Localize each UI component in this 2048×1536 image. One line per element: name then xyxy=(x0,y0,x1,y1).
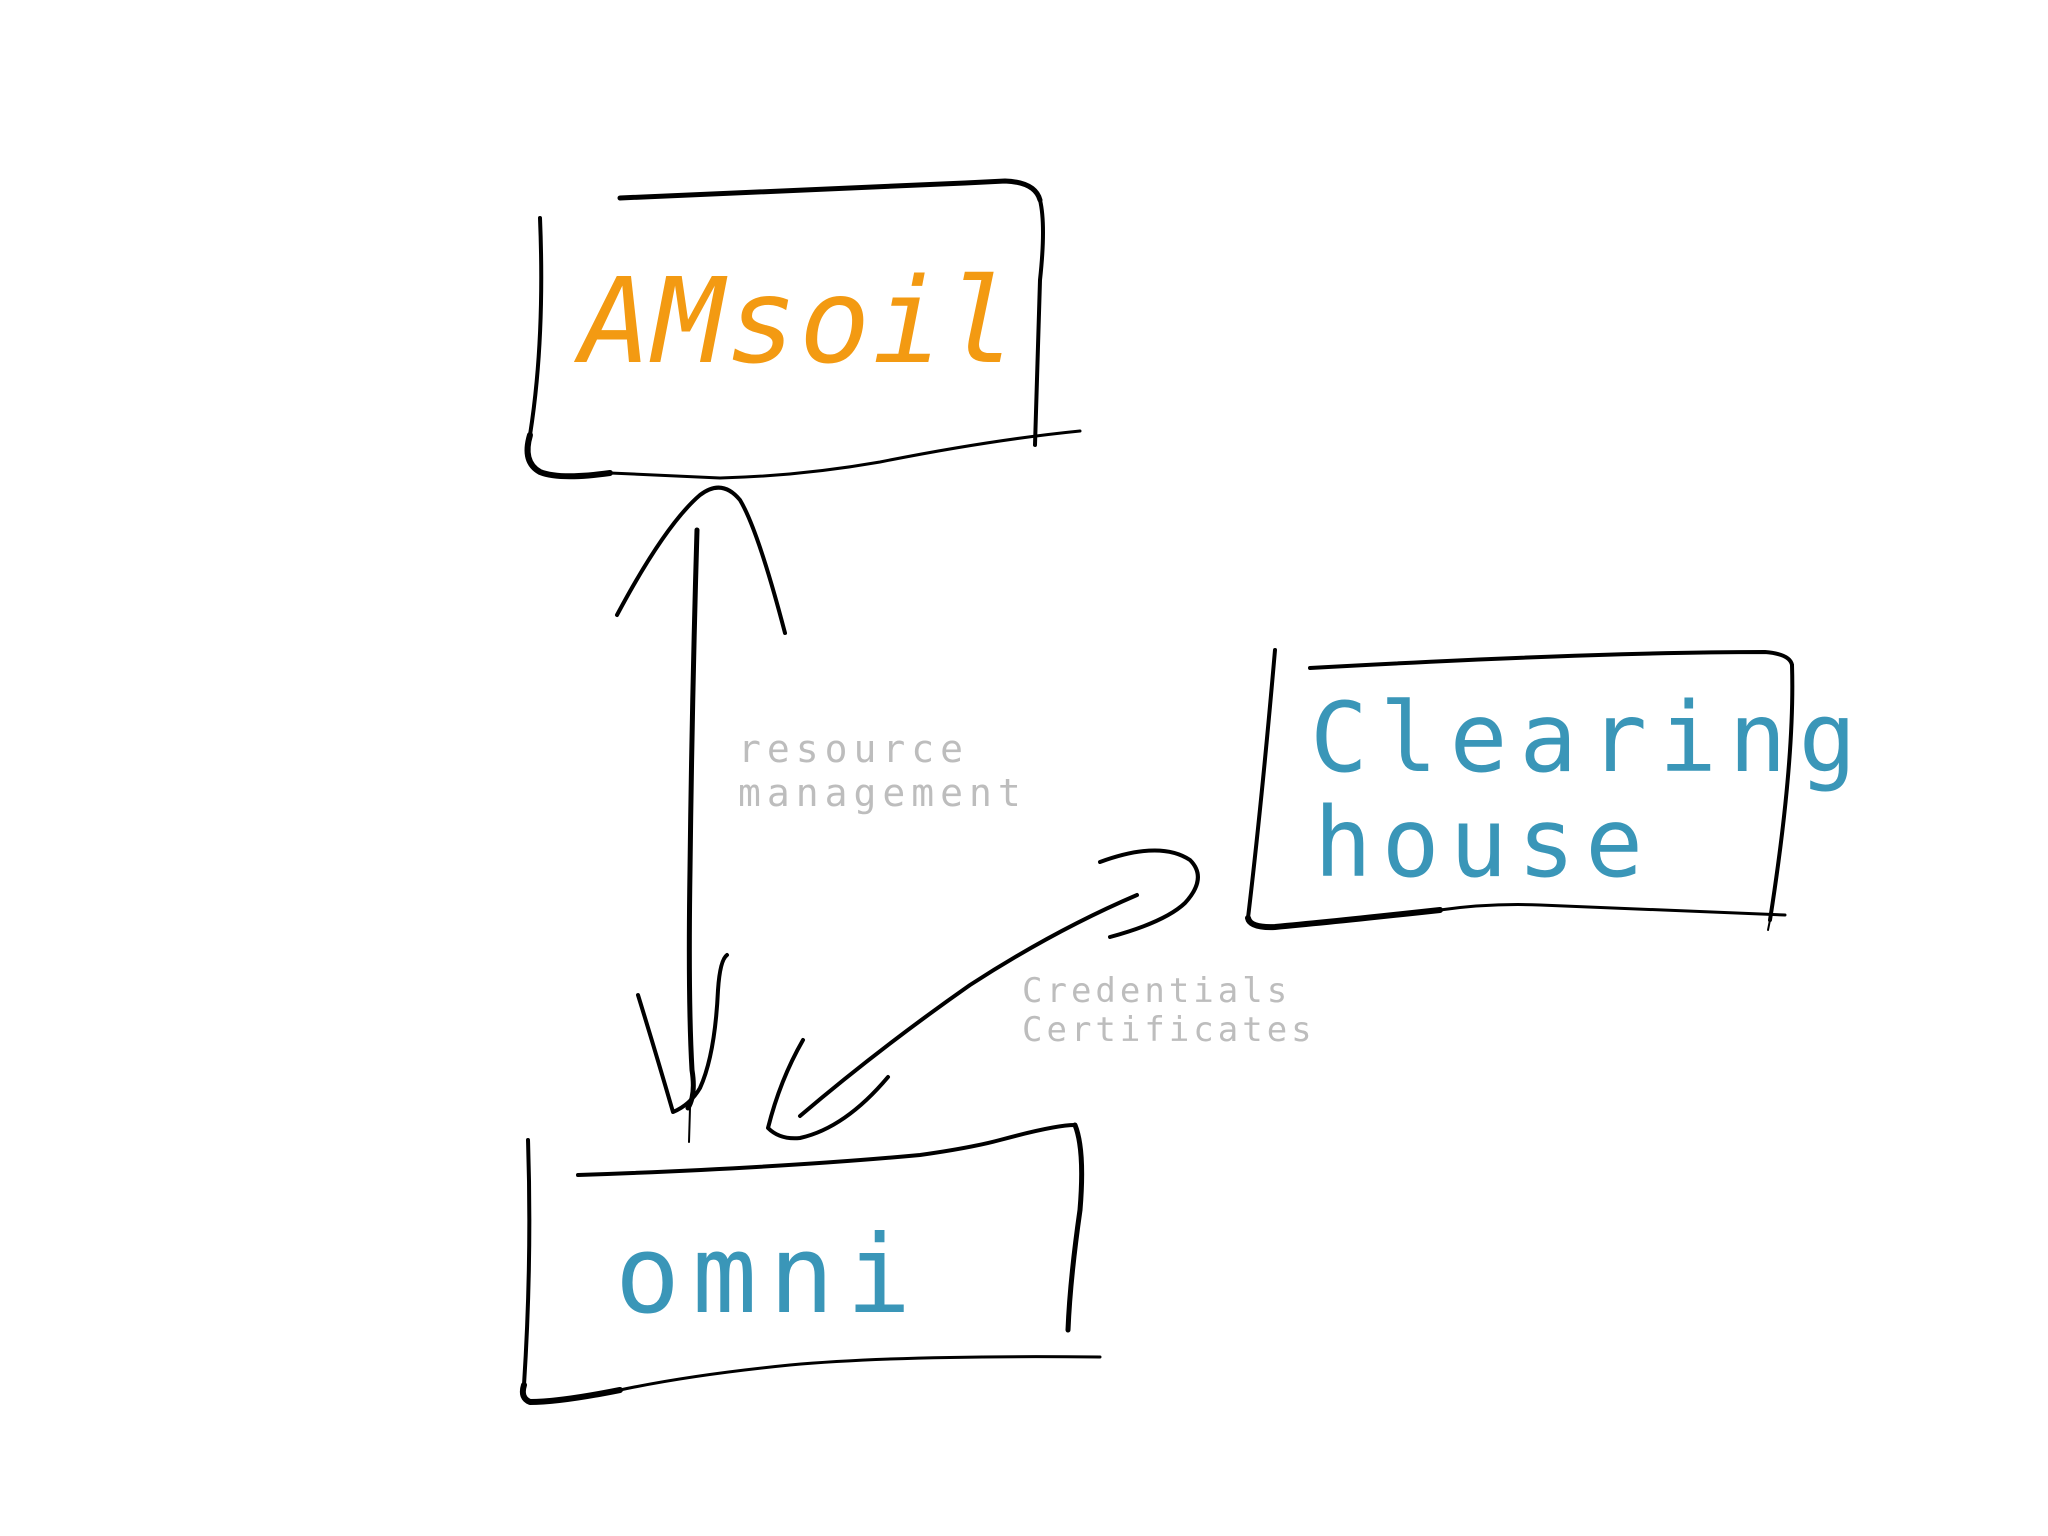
omni-box[interactable] xyxy=(519,1122,1102,1405)
amsoil-box[interactable] xyxy=(524,178,1082,480)
edge-label-certificates-line: Certificates xyxy=(1022,1010,1316,1051)
clearinghouse-label-line1: Clearing xyxy=(1310,682,1869,794)
amsoil-label: AMsoil xyxy=(580,252,1019,390)
edge-label-credentials-line: Credentials xyxy=(1022,971,1292,1011)
edge-label-management-line: management xyxy=(738,770,1027,815)
edge-label-resource-management: resource management xyxy=(738,727,1027,815)
edge-clearinghouse-omni[interactable] xyxy=(766,848,1200,1141)
edge-label-credentials-certificates: Credentials Certificates xyxy=(1022,971,1316,1051)
omni-label: omni xyxy=(615,1213,924,1338)
clearinghouse-box[interactable] xyxy=(1245,648,1795,931)
edge-label-resource-line: resource xyxy=(738,727,970,771)
edge-amsoil-omni[interactable] xyxy=(615,485,787,1143)
clearinghouse-label-line2: house xyxy=(1314,787,1653,899)
